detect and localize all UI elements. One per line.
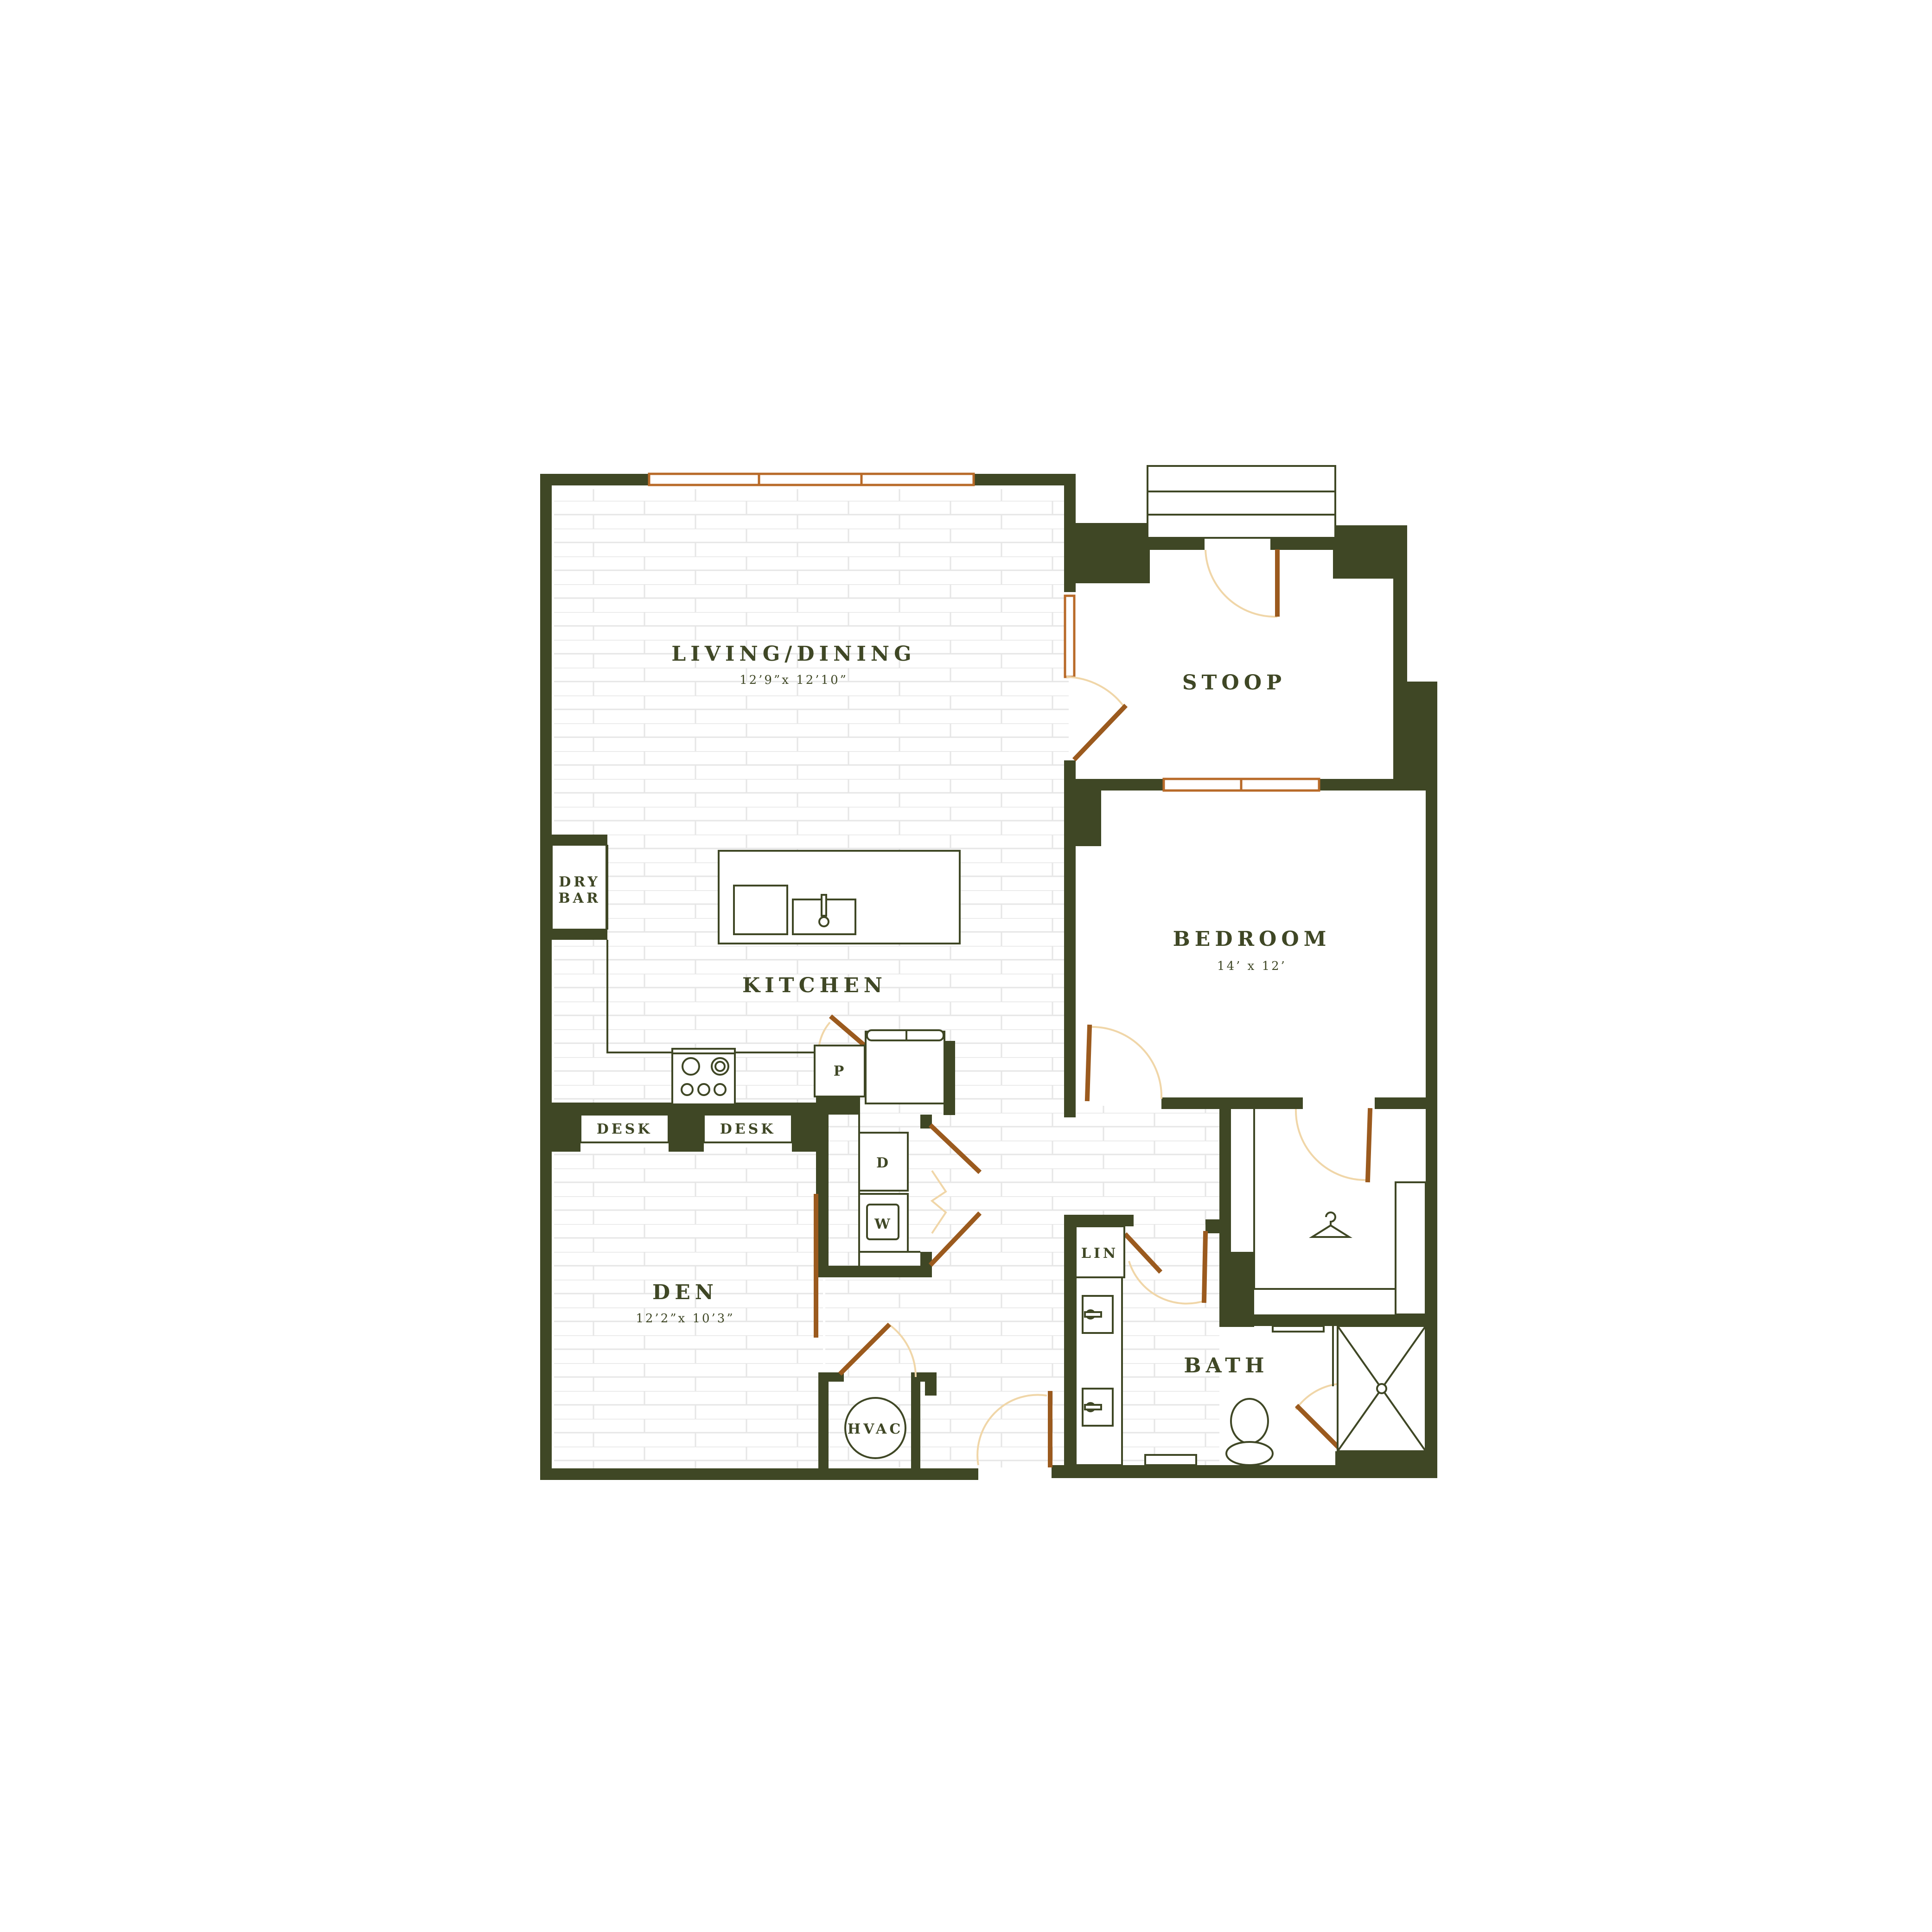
window-living-side: [1064, 594, 1076, 678]
room-stoop-name: STOOP: [1182, 671, 1286, 695]
dryer: [858, 1132, 909, 1192]
door-closet: [1365, 1108, 1373, 1183]
window-living-top: [648, 472, 975, 486]
pantry: [814, 1045, 866, 1097]
dry-bar: [551, 844, 607, 931]
desk-2: [703, 1114, 793, 1143]
dryer-label: D: [876, 1155, 891, 1171]
room-den-name: DEN: [652, 1281, 718, 1304]
linen-closet: [1075, 1225, 1125, 1278]
doors: [814, 549, 1373, 1467]
desk-2-label: DESK: [720, 1121, 776, 1137]
room-bath-name: BATH: [1184, 1354, 1269, 1377]
door-swings: [817, 549, 1368, 1466]
stoop-steps: [1147, 465, 1336, 539]
room-living-dining-name: LIVING/DINING: [671, 642, 916, 666]
hanger-icon: [1309, 1211, 1352, 1238]
windows: [648, 472, 1320, 792]
toilet-tank: [1144, 1454, 1197, 1466]
room-kitchen-name: KITCHEN: [742, 974, 887, 997]
desk-1-label: DESK: [597, 1121, 653, 1137]
door-linen: [1123, 1232, 1163, 1274]
door-shower: [1294, 1403, 1341, 1450]
room-bedroom-name: BEDROOM: [1173, 927, 1331, 951]
washer-label: W: [874, 1216, 893, 1232]
desk-1: [580, 1114, 670, 1143]
dishwasher: [733, 885, 788, 935]
dry-bar-label-1: DRY: [559, 874, 600, 890]
door-bedroom: [1084, 1024, 1092, 1102]
hvac-label: HVAC: [848, 1421, 903, 1437]
door-living-stoop: [1072, 703, 1128, 762]
toilet-bowl: [1230, 1398, 1269, 1444]
room-labels: LIVING/DINING 12’9”x 12’10” KITCHEN DEN …: [636, 642, 1331, 1377]
door-pantry: [829, 1014, 868, 1049]
closet-shelf: [1395, 1181, 1427, 1315]
linen-label: LIN: [1081, 1245, 1119, 1262]
stove: [671, 1048, 736, 1105]
pantry-label: P: [834, 1063, 847, 1079]
door-hvac: [838, 1322, 892, 1376]
fixture-labels: DRY BAR DESK DESK P D W LIN HVAC: [558, 874, 1119, 1437]
refrigerator: [865, 1031, 945, 1104]
door-bath: [1201, 1231, 1208, 1303]
door-laundry-1: [928, 1123, 982, 1174]
room-living-dining-dims: 12’9”x 12’10”: [740, 673, 848, 687]
fixtures: [551, 844, 1427, 1466]
room-bedroom-dims: 14’ x 12’: [1217, 959, 1287, 973]
door-laundry-2: [928, 1211, 982, 1267]
hvac-unit: [844, 1397, 906, 1459]
dry-bar-label-2: BAR: [558, 890, 601, 906]
room-den-dims: 12’2”x 10’3”: [636, 1312, 734, 1326]
